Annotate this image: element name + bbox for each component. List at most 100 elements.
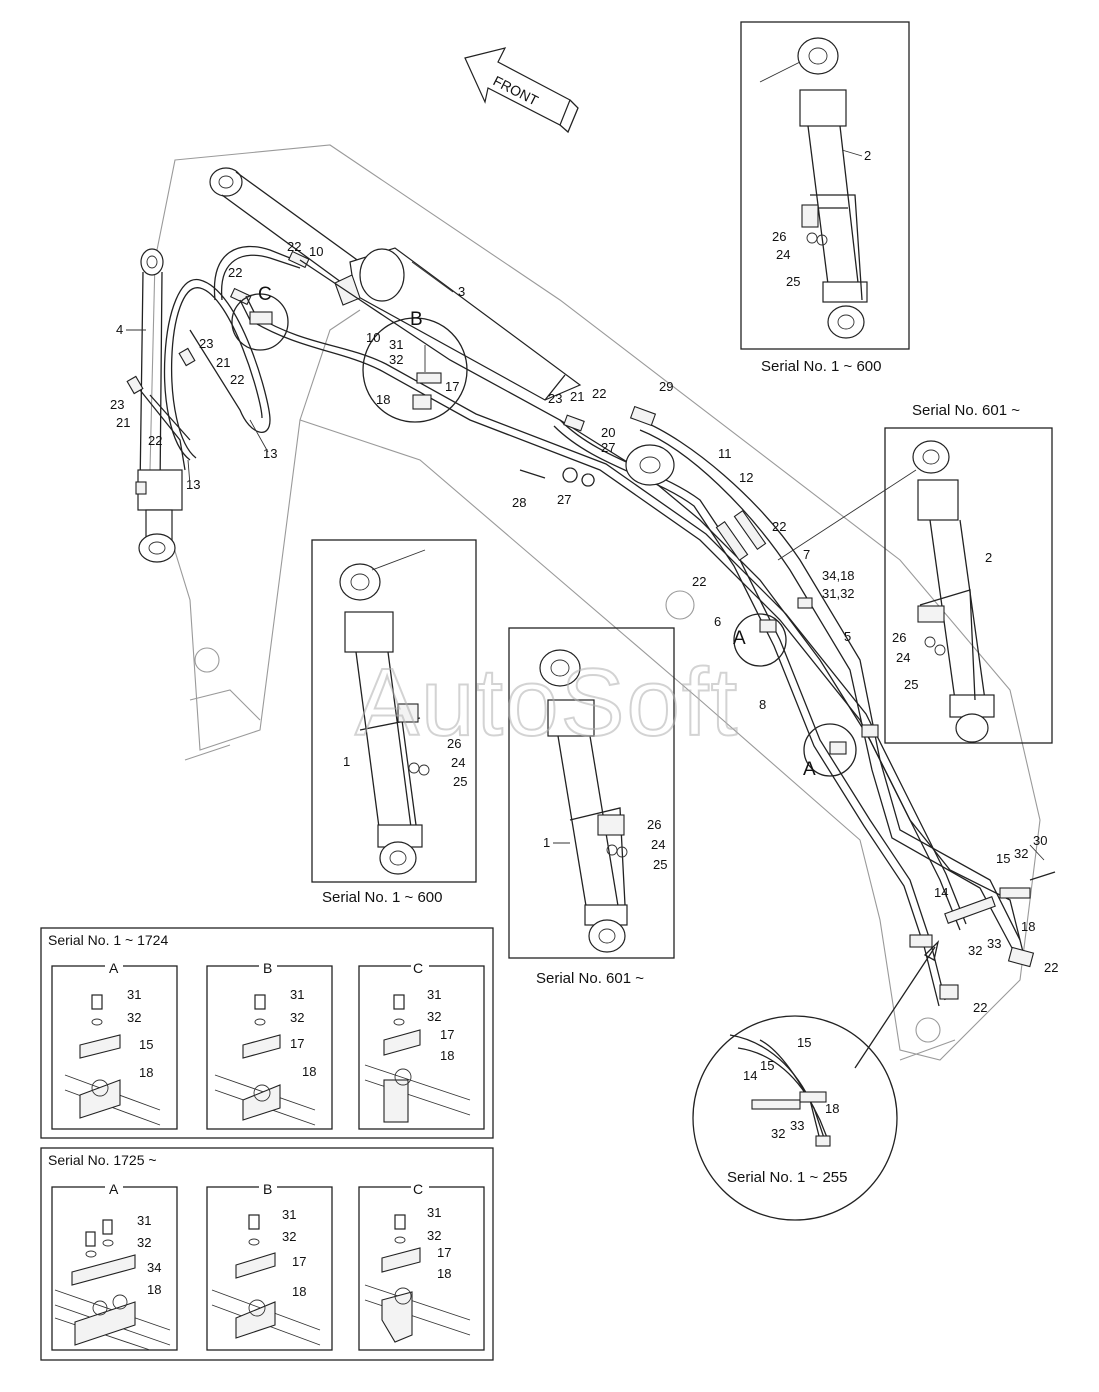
box1725-panel-c-letter: C (413, 1181, 423, 1197)
inset-tr-caption: Serial No. 1 ~ 600 (761, 358, 882, 375)
section-label-b: B (410, 309, 423, 330)
box1724-a-label-15: 15 (139, 1037, 153, 1052)
label-8: 8 (759, 697, 766, 712)
inset-mc-caption: Serial No. 601 ~ (536, 970, 644, 987)
box1725-c-label-31: 31 (427, 1205, 441, 1220)
box1724-panel-c-letter: C (413, 960, 423, 976)
label-12: 12 (739, 470, 753, 485)
label-30: 30 (1033, 833, 1047, 848)
label-22: 22 (692, 574, 706, 589)
box-serial-1-1724: Serial No. 1 ~ 1724 A 31 32 15 18 B 31 3… (40, 927, 494, 1139)
label-10: 10 (309, 244, 323, 259)
box1725-a-label-34: 34 (147, 1260, 161, 1275)
label-3: 3 (458, 284, 465, 299)
inset-ml-label-1: 1 (343, 754, 350, 769)
section-label-a: A (733, 628, 746, 649)
box1724-panel-a-letter: A (109, 960, 119, 976)
circle-detail-label-15: 15 (760, 1058, 774, 1073)
label-18: 18 (1021, 919, 1035, 934)
label-34-18: 34,18 (822, 568, 855, 583)
left-cylinder (135, 248, 183, 563)
hose-loops (126, 245, 310, 471)
box1724-a-label-32: 32 (127, 1010, 141, 1025)
inset-ml-label-26: 26 (447, 736, 461, 751)
inset-mc-label-24: 24 (651, 837, 665, 852)
label-22: 22 (592, 386, 606, 401)
inset-tr-label-2: 2 (864, 148, 871, 163)
inset-mid-left: 1 26 24 25 Serial No. 1 ~ 600 (311, 539, 477, 906)
label-14: 14 (934, 885, 948, 900)
watermark: AutoSoft (355, 649, 739, 756)
box1725-a-label-18: 18 (147, 1282, 161, 1297)
label-22: 22 (148, 433, 162, 448)
label-7: 7 (803, 547, 810, 562)
circle-detail-label-15: 15 (797, 1035, 811, 1050)
section-label-c: C (258, 284, 272, 305)
box1725-title: Serial No. 1725 ~ (48, 1152, 157, 1168)
circle-detail: 15 15 14 18 32 33 Serial No. 1 ~ 255 (692, 939, 940, 1221)
label-32: 32 (968, 943, 982, 958)
box1724-a-label-18: 18 (139, 1065, 153, 1080)
circle-detail-label-14: 14 (743, 1068, 757, 1083)
box1724-c-label-32: 32 (427, 1009, 441, 1024)
box1724-title: Serial No. 1 ~ 1724 (48, 932, 168, 948)
box1724-c-label-18: 18 (440, 1048, 454, 1063)
circle-detail-label-33: 33 (790, 1118, 804, 1133)
box1725-a-label-31: 31 (137, 1213, 151, 1228)
boom-cylinder (209, 167, 582, 401)
main-labels: 3 4 22 10 22 C 10 B 31 32 17 18 23 21 22… (110, 239, 1058, 1015)
box1724-panel-b-letter: B (263, 960, 272, 976)
label-22: 22 (973, 1000, 987, 1015)
label-23: 23 (548, 391, 562, 406)
label-22: 22 (230, 372, 244, 387)
inset-mc-label-1: 1 (543, 835, 550, 850)
label-18: 18 (376, 392, 390, 407)
label-10: 10 (366, 330, 380, 345)
label-32: 32 (1014, 846, 1028, 861)
label-27: 27 (557, 492, 571, 507)
label-22: 22 (1044, 960, 1058, 975)
inset-top-right: 2 26 24 25 Serial No. 1 ~ 600 (740, 21, 910, 375)
inset-ml-label-24: 24 (451, 755, 465, 770)
inset-mid-right: Serial No. 601 ~ 2 26 24 25 (777, 402, 1053, 744)
box1725-a-label-32: 32 (137, 1235, 151, 1250)
box1725-b-label-32: 32 (282, 1229, 296, 1244)
front-arrow: FRONT (464, 47, 579, 134)
label-29: 29 (659, 379, 673, 394)
inset-mc-label-25: 25 (653, 857, 667, 872)
inset-tr-label-25: 25 (786, 274, 800, 289)
label-21: 21 (216, 355, 230, 370)
label-23: 23 (199, 336, 213, 351)
label-22: 22 (287, 239, 301, 254)
inset-ml-label-25: 25 (453, 774, 467, 789)
box1725-c-label-18: 18 (437, 1266, 451, 1281)
label-5: 5 (844, 629, 851, 644)
section-circles (231, 293, 857, 777)
label-31: 31 (389, 337, 403, 352)
label-22: 22 (228, 265, 242, 280)
label-33: 33 (987, 936, 1001, 951)
label-28: 28 (512, 495, 526, 510)
boom-outline (149, 144, 1041, 1061)
label-21: 21 (116, 415, 130, 430)
section-label-a: A (803, 759, 816, 780)
label-6: 6 (714, 614, 721, 629)
box1724-a-label-31: 31 (127, 987, 141, 1002)
inset-mr-caption: Serial No. 601 ~ (912, 402, 1020, 419)
box1725-panel-b-letter: B (263, 1181, 272, 1197)
circle-detail-caption: Serial No. 1 ~ 255 (727, 1169, 848, 1186)
circle-detail-label-18: 18 (825, 1101, 839, 1116)
box1725-panel-a-letter: A (109, 1181, 119, 1197)
box1725-b-label-17: 17 (292, 1254, 306, 1269)
label-13: 13 (186, 477, 200, 492)
inset-mr-label-24: 24 (896, 650, 910, 665)
label-4: 4 (116, 322, 123, 337)
inset-mr-label-2: 2 (985, 550, 992, 565)
label-13: 13 (263, 446, 277, 461)
box1725-b-label-31: 31 (282, 1207, 296, 1222)
inset-mc-label-26: 26 (647, 817, 661, 832)
box1724-c-label-17: 17 (440, 1027, 454, 1042)
inset-tr-label-26: 26 (772, 229, 786, 244)
